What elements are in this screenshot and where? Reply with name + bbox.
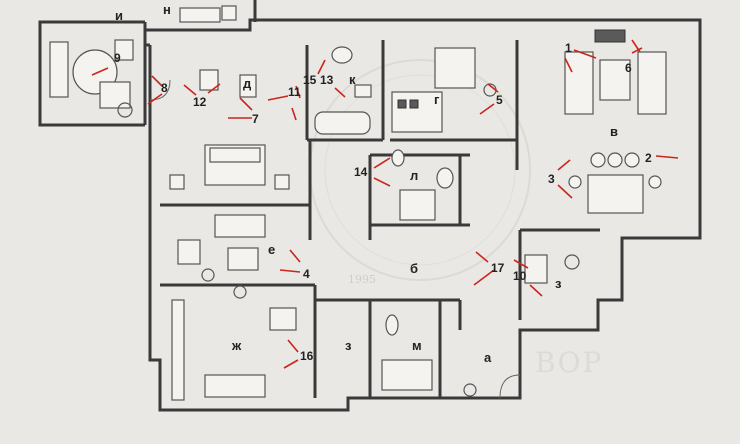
callout-line-16b bbox=[283, 359, 299, 369]
room-label-d: д bbox=[243, 76, 252, 91]
callout-line-11a bbox=[267, 95, 289, 101]
room-label-b: б bbox=[410, 261, 418, 276]
callout-line-10a bbox=[513, 259, 529, 269]
callout-line-11b bbox=[291, 107, 297, 121]
callout-line-3a bbox=[557, 159, 571, 171]
callout-line-14a bbox=[373, 157, 391, 169]
room-label-m: м bbox=[412, 338, 422, 353]
callout-line-12b bbox=[207, 83, 221, 94]
callout-5: 5 bbox=[496, 93, 503, 107]
callout-line-6b bbox=[631, 39, 641, 53]
callout-17: 17 bbox=[491, 261, 505, 275]
callout-10: 10 bbox=[513, 269, 527, 283]
room-k-fixtures bbox=[314, 46, 372, 135]
room-g-furniture bbox=[391, 47, 497, 133]
room-label-z2: з bbox=[555, 276, 562, 291]
callout-line-1a bbox=[564, 57, 573, 73]
callout-15: 15 bbox=[303, 73, 317, 87]
callout-line-11c bbox=[295, 85, 301, 99]
room-label-g: г bbox=[434, 92, 440, 107]
walls bbox=[38, 0, 702, 412]
callout-line-13 bbox=[334, 87, 346, 98]
callout-7: 7 bbox=[252, 112, 259, 126]
callout-line-12a bbox=[183, 84, 197, 96]
room-e-furniture bbox=[177, 214, 266, 299]
callout-line-4b bbox=[279, 269, 301, 273]
callout-line-2 bbox=[655, 155, 679, 159]
room-label-i: и bbox=[115, 8, 123, 23]
callout-line-1b bbox=[573, 49, 597, 59]
room-n-furniture bbox=[179, 5, 237, 23]
room-zh-furniture bbox=[171, 299, 297, 401]
watermark-year: 1995 bbox=[348, 273, 376, 286]
callout-3: 3 bbox=[548, 172, 555, 186]
room-v-furniture bbox=[564, 29, 667, 214]
room-m-fixtures bbox=[381, 314, 433, 391]
room-label-k: к bbox=[349, 72, 356, 87]
callout-line-10b bbox=[529, 284, 543, 297]
callout-14: 14 bbox=[354, 165, 368, 179]
room-i-furniture bbox=[49, 39, 134, 118]
room-label-l: л bbox=[410, 168, 418, 183]
room-label-a: а bbox=[484, 350, 492, 365]
callout-line-17a bbox=[475, 251, 489, 263]
callout-numbers: 1 2 3 4 5 6 7 8 9 10 11 12 13 14 15 16 1… bbox=[114, 41, 652, 363]
callout-line-7b bbox=[239, 97, 253, 111]
callout-line-3b bbox=[557, 184, 573, 199]
callout-9: 9 bbox=[114, 51, 121, 65]
callout-line-9 bbox=[91, 67, 109, 76]
room-label-z1: з bbox=[345, 338, 352, 353]
callout-line-6a bbox=[631, 47, 643, 54]
room-labels: и н д к г в л е б з ж з м а bbox=[115, 2, 618, 365]
callout-line-16a bbox=[287, 339, 299, 353]
callout-line-8b bbox=[147, 93, 163, 105]
callout-line-14b bbox=[373, 177, 391, 187]
room-label-v: в bbox=[610, 124, 618, 139]
room-label-zh: ж bbox=[231, 338, 242, 353]
callout-6: 6 bbox=[625, 61, 632, 75]
watermark-brand: ВОР bbox=[535, 346, 603, 379]
callout-line-8a bbox=[151, 75, 163, 87]
callout-line-4a bbox=[289, 249, 301, 263]
room-z2-furniture bbox=[524, 254, 580, 284]
callout-line-17b bbox=[473, 269, 495, 286]
room-label-n: н bbox=[163, 2, 171, 17]
callout-1: 1 bbox=[565, 41, 572, 55]
callout-16: 16 bbox=[300, 349, 314, 363]
room-label-e: е bbox=[268, 242, 275, 257]
callout-2: 2 bbox=[645, 151, 652, 165]
room-a-fixtures bbox=[463, 374, 521, 399]
callout-line-5b bbox=[487, 83, 499, 93]
room-d-furniture bbox=[149, 69, 290, 190]
callout-11: 11 bbox=[288, 85, 301, 99]
callout-13: 13 bbox=[320, 73, 334, 87]
callout-line-15 bbox=[317, 59, 326, 75]
callout-lines bbox=[91, 39, 679, 369]
callout-8: 8 bbox=[161, 81, 168, 95]
room-l-fixtures bbox=[391, 149, 454, 221]
watermark: 1995 ВОР bbox=[309, 59, 603, 379]
callout-4: 4 bbox=[303, 267, 310, 281]
callout-line-5a bbox=[479, 103, 495, 115]
callout-12: 12 bbox=[193, 95, 207, 109]
